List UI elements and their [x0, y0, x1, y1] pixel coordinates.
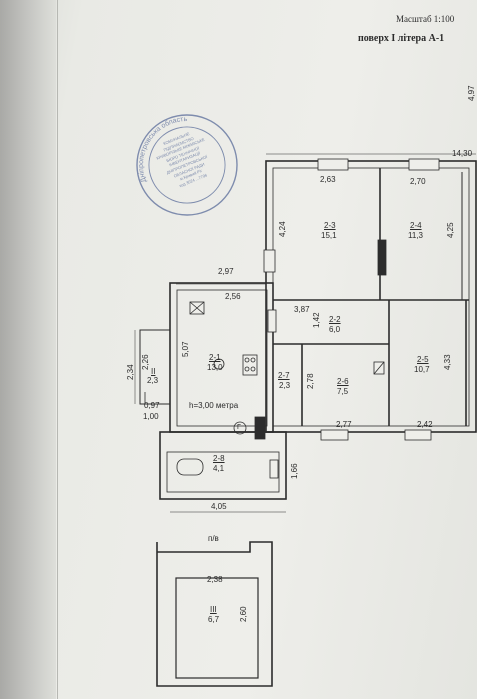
room-2-8-area: 4,1: [213, 464, 225, 473]
room-II-area: 2,3: [147, 376, 159, 385]
dim-14-30: 14,30: [452, 149, 473, 158]
house-outline: [265, 160, 477, 433]
room-2-6-id: 2-6: [337, 377, 349, 386]
dim-4-25: 4,25: [446, 222, 455, 238]
room-2-5-id: 2-5: [417, 355, 429, 364]
room-2-4-id: 2-4: [410, 221, 422, 230]
dim-2-38: 2,38: [207, 575, 223, 584]
dim-2-97: 2,97: [218, 267, 234, 276]
gas-mark: Г: [237, 424, 241, 431]
dim-2-42: 2,42: [417, 420, 433, 429]
dim-2-78: 2,78: [306, 373, 315, 389]
room-2-4-area: 11,3: [408, 231, 423, 240]
dim-2-70: 2,70: [410, 177, 426, 186]
dim-4-97: 4,97: [467, 85, 476, 101]
dim-1-66: 1,66: [290, 463, 299, 479]
dim-0-97: 0,97: [144, 401, 160, 410]
dim-2-63: 2,63: [320, 175, 336, 184]
dim-4-05: 4,05: [211, 502, 227, 511]
room-2-2-area: 6,0: [329, 325, 341, 334]
dim-2-77: 2,77: [336, 420, 352, 429]
dim-4-24: 4,24: [278, 221, 287, 237]
ceiling-height-note: h=3,00 метра: [189, 401, 239, 410]
margin-line: [57, 0, 58, 699]
room-2-7-area: 2,3: [279, 381, 291, 390]
dim-2-34: 2,34: [126, 364, 135, 380]
room-2-5-area: 10,7: [414, 365, 430, 374]
room-2-8-walls: [159, 431, 287, 500]
dim-1-00: 1,00: [143, 412, 159, 421]
room-2-2-id: 2-2: [329, 315, 341, 324]
dim-2-60: 2,60: [239, 606, 248, 622]
basement-walls: [156, 541, 273, 687]
room-2-8-id: 2-8: [213, 454, 225, 463]
room-II-id: II: [151, 367, 156, 376]
dim-2-26: 2,26: [141, 354, 150, 370]
room-2-3-id: 2-3: [324, 221, 336, 230]
dim-4-33: 4,33: [443, 354, 452, 370]
room-III-area: 6,7: [208, 615, 220, 624]
dim-3-87: 3,87: [294, 305, 310, 314]
room-2-7-id: 2-7: [278, 371, 290, 380]
dim-2-56: 2,56: [225, 292, 241, 301]
room-2-6-area: 7,5: [337, 387, 349, 396]
room-2-1-id: 2-1: [209, 353, 221, 362]
dim-5-07: 5,07: [181, 341, 190, 357]
floor-title: поверх І літера А-1: [358, 33, 445, 44]
scale-label: Масштаб 1:100: [396, 14, 455, 24]
room-2-3-area: 15,1: [321, 231, 337, 240]
dim-1-42: 1,42: [312, 312, 321, 328]
room-2-1-area: 13,0: [207, 363, 223, 372]
page-binding-edge: [0, 0, 56, 699]
room-III-id: III: [210, 605, 217, 614]
basement-label: п/в: [208, 534, 219, 543]
